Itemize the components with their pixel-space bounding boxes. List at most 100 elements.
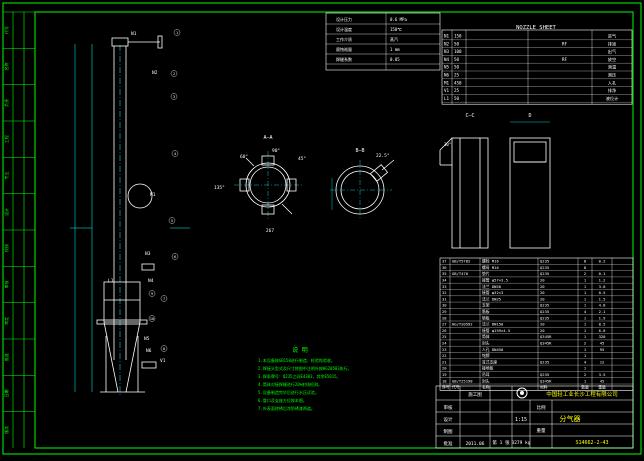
angle-label-2: 90° — [272, 148, 280, 154]
nozzle-mark: N5 — [444, 65, 450, 70]
outer-frame — [2, 2, 642, 455]
bom-cell: Q345R — [540, 334, 552, 339]
approved-label: 批准 — [444, 440, 453, 447]
company-logo — [516, 387, 528, 399]
bom-cell: 法兰 DN25 — [482, 296, 501, 301]
bom-cell: 0.1 — [599, 271, 607, 276]
nozzle-use: 测温 — [608, 64, 617, 71]
bom-cell: 31 — [442, 296, 447, 301]
nozzle-dn: 50 — [454, 65, 460, 70]
side-column-label: 负责 — [3, 99, 9, 107]
nozzle-mark: N4 — [444, 57, 450, 62]
scale-label: 比例 — [537, 404, 546, 411]
bom-cell: 1 — [584, 290, 587, 295]
part-mark: 9 — [151, 292, 153, 296]
nozzle-tag: N1 — [131, 31, 137, 37]
bom-cell: 95 — [600, 347, 605, 352]
bom-cell: 螺栓 M16 — [482, 259, 499, 264]
nozzle-mark: N2 — [444, 41, 450, 46]
design-data-value: 0.6 MPa — [390, 17, 407, 22]
bom-cell: 3.5 — [599, 372, 606, 377]
nozzle-use: 测压 — [608, 72, 616, 79]
bom-cell: 耳式支座 — [482, 359, 497, 364]
note-line: 3.焊条牌号：Q235之间E4303，其余E5015。 — [258, 373, 341, 379]
nozzle-dn: 25 — [454, 88, 460, 93]
bom-cell: 21 — [442, 359, 447, 364]
nozzle-dn: 25 — [454, 73, 460, 78]
design-data-key: 设计温度 — [336, 26, 352, 32]
bom-cell: 封头 — [482, 378, 490, 383]
bom-cell: 接管 φ32×3 — [482, 290, 503, 295]
bom-cell: 29 — [442, 309, 447, 314]
note-line: 1.本设备按GB150进行制造、检验和验收。 — [258, 357, 335, 363]
angle-label-6: 30° — [444, 142, 451, 147]
dim-267-label: 267 — [266, 228, 274, 234]
design-data-key: 腐蚀裕量 — [336, 46, 352, 52]
nozzle-mark: L1 — [444, 96, 450, 101]
bom-cell: 20 — [540, 284, 545, 289]
bom-cell: GB/T470 — [452, 271, 469, 276]
bom-cell: 45 — [600, 341, 605, 346]
bom-cell: 20 — [540, 296, 545, 301]
bom-cell: 20 — [540, 278, 545, 283]
design-data-value: 1 mm — [390, 47, 400, 52]
bom-cell: 27 — [442, 322, 447, 327]
bom-cell: Q235 — [540, 259, 549, 264]
nozzle-sheet-title: NOZZLE SHEET — [516, 25, 556, 31]
angle-label-3: 135° — [214, 185, 225, 191]
bom-cell: 1 — [584, 303, 587, 308]
nozzle-dn: 50 — [454, 96, 460, 101]
scale-value: 1:15 — [515, 417, 527, 423]
bom-cell: Q345R — [540, 378, 552, 383]
bom-cell: 1 — [584, 322, 587, 327]
bom-cell: 45 — [600, 378, 605, 383]
side-column-label: 设计 — [3, 208, 9, 216]
notes-title: 说 明 — [292, 346, 308, 354]
weight-value: 3279 kg — [512, 440, 531, 446]
angle-label-5: 22.5° — [376, 153, 390, 159]
drawn-label: 制图 — [444, 428, 453, 435]
bom-header-cell: 名称 — [482, 385, 490, 390]
bom-cell: HG/T20592 — [452, 322, 473, 327]
bom-cell: Q235 — [540, 372, 549, 377]
designed-label: 设计 — [444, 416, 453, 423]
note-line: 4.筒体对接焊缝进行20%射线检测。 — [258, 381, 322, 387]
bom-cell: 320 — [599, 334, 607, 339]
title-block: 中国轻工业长沙工程有限公司 分气器 S14662-2-43 比例 1:15 重量… — [435, 385, 634, 449]
bom-cell: 螺母 M16 — [482, 265, 499, 270]
side-column-label: 审核 — [3, 281, 9, 289]
part-mark: 8 — [163, 347, 165, 351]
bom-cell: 26 — [442, 328, 447, 333]
side-column-label: 日期 — [3, 390, 9, 398]
bom-cell: 1 — [584, 347, 587, 352]
bom-header-cell: 材料 — [540, 385, 548, 390]
bom-cell: 8 — [584, 265, 587, 270]
bom-cell: 1 — [584, 315, 587, 320]
part-mark: 1 — [176, 31, 178, 35]
side-column-label: 代号 — [3, 26, 9, 34]
bom-cell: 1 — [584, 334, 587, 339]
bom-cell: 2 — [584, 341, 586, 346]
note-line: 2.焊接头型式及尺寸除图中注明外按HG20583执行。 — [258, 365, 352, 371]
nozzle-mark: N1 — [444, 34, 450, 39]
bom-cell: Q345R — [540, 341, 552, 346]
nozzle-tag: N2 — [152, 70, 158, 76]
bom-cell: 封头 — [482, 341, 490, 346]
design-data-value: 0.85 — [390, 57, 400, 62]
bom-cell: 1 — [584, 366, 587, 371]
nozzle-tag: L1 — [108, 278, 114, 284]
nozzle-dn: 50 — [454, 57, 460, 62]
drawing-title: 分气器 — [560, 414, 581, 423]
bom-cell: 8.5 — [599, 322, 606, 327]
nozzle-mark: V1 — [444, 88, 450, 93]
side-column-label: 版次 — [3, 426, 9, 434]
checked-label: 审核 — [444, 404, 453, 411]
nozzle-use: 液位计 — [606, 95, 619, 102]
design-data-key: 设计压力 — [336, 16, 352, 22]
nozzle-use: 进气 — [608, 33, 617, 40]
bom-cell: 19 — [442, 372, 447, 377]
part-mark: 2 — [173, 72, 175, 76]
section-a-view — [234, 151, 302, 219]
section-c-label: C—C — [465, 113, 474, 119]
bom-cell: 34 — [442, 278, 447, 283]
